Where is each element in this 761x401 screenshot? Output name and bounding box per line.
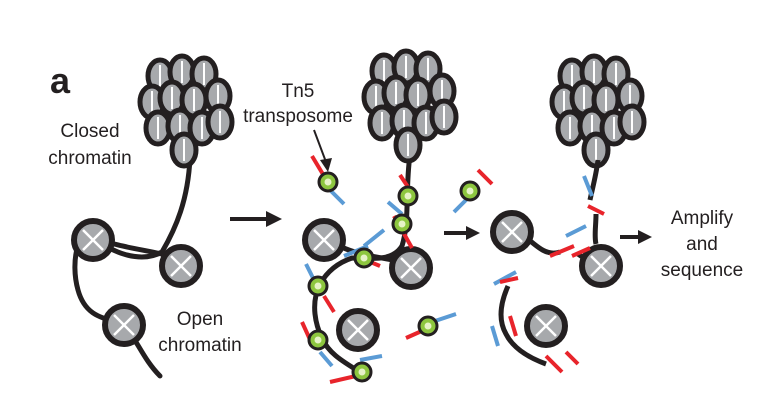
open-chromatin-label-line1: Open	[177, 309, 223, 330]
amplify-label-line3: sequence	[661, 260, 743, 281]
nucleosome-icon	[527, 307, 565, 345]
tn5-transposome-icon	[405, 312, 457, 340]
stage-2-tagmentation	[300, 51, 494, 384]
nucleosome-icon	[392, 249, 430, 287]
arrow-right-icon	[444, 226, 480, 240]
amplify-label-line1: Amplify	[671, 208, 734, 229]
tn5-transposome-icon	[386, 173, 419, 216]
tn5-transposome-icon	[300, 321, 334, 368]
amplify-label-line2: and	[686, 234, 718, 255]
tn5-transposome-icon	[329, 354, 383, 384]
arrow-right-icon	[620, 230, 652, 244]
open-chromatin-label-line2: chromatin	[158, 335, 241, 356]
stage-1-chromatin	[74, 56, 232, 379]
closed-chromatin-cluster	[552, 56, 644, 166]
pointer-arrow-icon	[313, 129, 332, 172]
tn5-transposome-icon	[304, 263, 336, 314]
closed-chromatin-label-line2: chromatin	[48, 148, 131, 169]
arrow-right-icon	[230, 211, 282, 227]
nucleosome-icon	[493, 213, 531, 251]
tn5-transposome-icon	[343, 244, 381, 269]
nucleosome-icon	[74, 221, 112, 259]
tn5-transposome-icon	[452, 168, 494, 214]
panel-letter: a	[50, 60, 71, 101]
tn5-transposome-icon	[310, 154, 346, 206]
closed-chromatin-cluster	[140, 56, 232, 166]
closed-chromatin-cluster	[364, 51, 456, 161]
nucleosome-icon	[162, 247, 200, 285]
nucleosome-icon	[582, 247, 620, 285]
stage-3-fragments	[492, 56, 644, 374]
nucleosome-icon	[105, 306, 143, 344]
tn5-label-line1: Tn5	[282, 81, 315, 102]
tn5-transposome-icon	[362, 213, 414, 249]
tn5-label-line2: transposome	[243, 106, 353, 127]
nucleosome-icon	[305, 221, 343, 259]
closed-chromatin-label-line1: Closed	[60, 121, 119, 142]
nucleosome-icon	[339, 311, 377, 349]
